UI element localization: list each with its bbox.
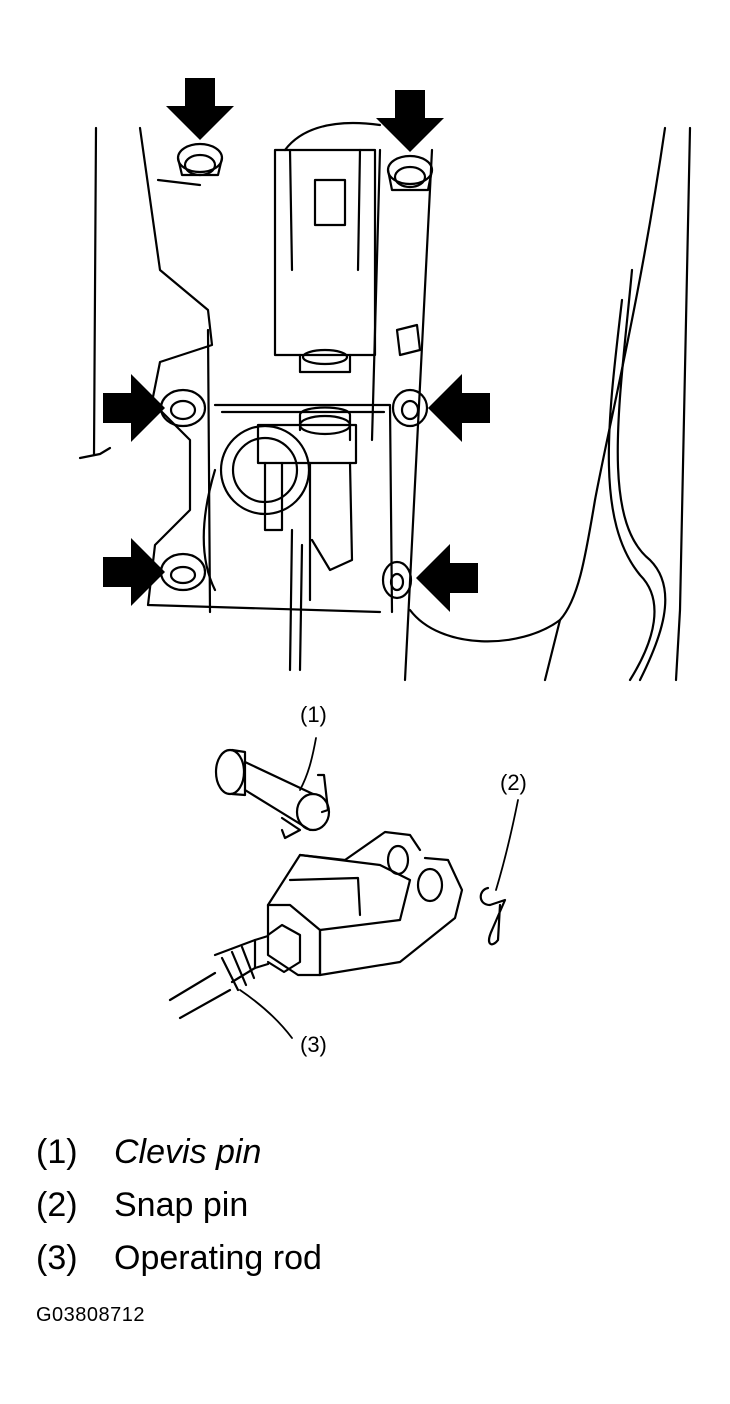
legend-number: (2) [36, 1186, 78, 1224]
clevis-pin [214, 748, 331, 840]
legend-number: (1) [36, 1133, 78, 1171]
arrow-left-upper-icon [428, 374, 490, 442]
arrow-down-right-icon [376, 90, 444, 152]
legend-label: Operating rod [114, 1239, 322, 1277]
legend-item-snap-pin: (2) Snap pin [36, 1185, 696, 1238]
pedal-bracket [78, 121, 692, 682]
arrow-left-lower-icon [416, 544, 478, 612]
legend-number: (3) [36, 1239, 78, 1277]
legend-label: Snap pin [114, 1186, 249, 1224]
figure-id: G03808712 [36, 1304, 146, 1326]
legend-item-operating-rod: (3) Operating rod [36, 1238, 696, 1291]
callout-3: (3) [300, 1032, 327, 1057]
callout-1: (1) [300, 702, 327, 727]
parts-legend: (1) Clevis pin (2) Snap pin (3) Operatin… [36, 1132, 696, 1291]
legend-label: Clevis pin [114, 1133, 262, 1171]
operating-rod [168, 923, 302, 1020]
legend-item-clevis-pin: (1) Clevis pin [36, 1132, 696, 1185]
clevis-yoke [266, 830, 464, 977]
arrow-down-left-icon [166, 78, 234, 140]
callout-2: (2) [500, 770, 527, 795]
snap-pin [479, 886, 507, 946]
mounting-bolts [159, 142, 434, 600]
callout-leaders [239, 737, 519, 1039]
